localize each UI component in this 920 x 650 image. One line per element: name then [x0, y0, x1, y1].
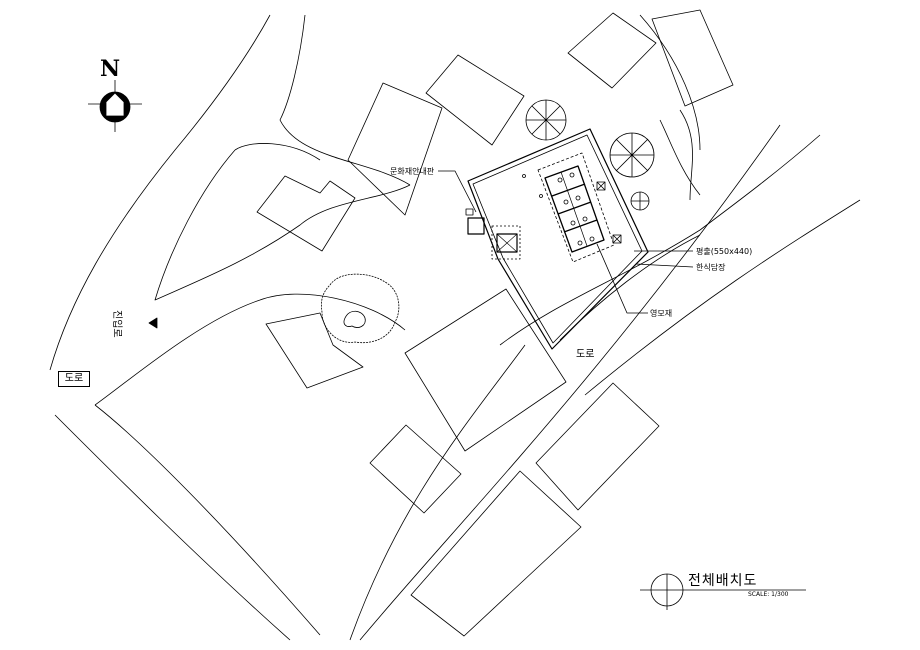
shrine-label: 영모재 — [650, 309, 673, 318]
building-outline — [265, 312, 364, 389]
road-edge-line — [94, 293, 406, 406]
road-edge-line — [49, 14, 271, 371]
north-arrow — [88, 80, 142, 132]
road-edge-line — [499, 134, 821, 346]
road-edge-line — [234, 143, 321, 161]
small-marker — [522, 174, 526, 178]
building-outline — [256, 175, 356, 252]
signboard-post — [465, 208, 474, 216]
building-outline — [410, 470, 582, 637]
road-edge-line — [359, 124, 781, 641]
road-edge-line — [54, 414, 291, 641]
drawing-title: 전체배치도 — [688, 573, 758, 589]
building-outline — [651, 9, 734, 107]
building-outline — [425, 54, 525, 146]
entrance-label: 진입로 — [111, 310, 122, 338]
road-edge-line — [279, 14, 411, 186]
road-edge-line — [154, 149, 411, 301]
building-outline — [347, 82, 443, 216]
road-label-left: 도로 — [58, 371, 90, 387]
road-edge-line — [94, 404, 321, 636]
gate-base — [491, 225, 521, 260]
stone-lantern — [596, 181, 606, 191]
tree-symbol — [630, 191, 650, 211]
stone-lantern — [612, 234, 622, 244]
road-edge-line — [584, 199, 861, 396]
signboard-label: 문화재안내판 — [390, 167, 435, 176]
road-edge-line — [349, 344, 526, 641]
building-outline — [535, 382, 660, 511]
road-edge-line — [679, 109, 693, 201]
entrance-arrow — [148, 317, 158, 329]
building-outline — [567, 12, 657, 89]
tree-symbol — [609, 132, 655, 178]
road-edge-line — [659, 119, 701, 196]
compound-wall-outer — [467, 128, 649, 350]
signboard — [467, 217, 485, 235]
compound-wall-inner — [472, 134, 643, 344]
tree-symbol — [525, 99, 567, 141]
tree-trunk — [343, 310, 366, 328]
wall-label: 한식담장 — [696, 263, 726, 272]
leader-line — [596, 243, 648, 314]
road-edge-line — [639, 14, 701, 151]
building-outline — [369, 424, 462, 514]
gate-label: 평출(550x440) — [696, 247, 753, 256]
small-marker — [539, 194, 543, 198]
leader-line — [635, 263, 694, 268]
road-label-center: 도로 — [576, 349, 595, 360]
drawing-scale: SCALE: 1/300 — [748, 591, 789, 598]
building-outline — [404, 288, 567, 452]
large-tree — [321, 273, 400, 344]
shrine-building — [537, 152, 615, 263]
gate-structure — [496, 233, 518, 253]
leader-line — [438, 170, 477, 213]
north-label: N — [100, 56, 121, 82]
